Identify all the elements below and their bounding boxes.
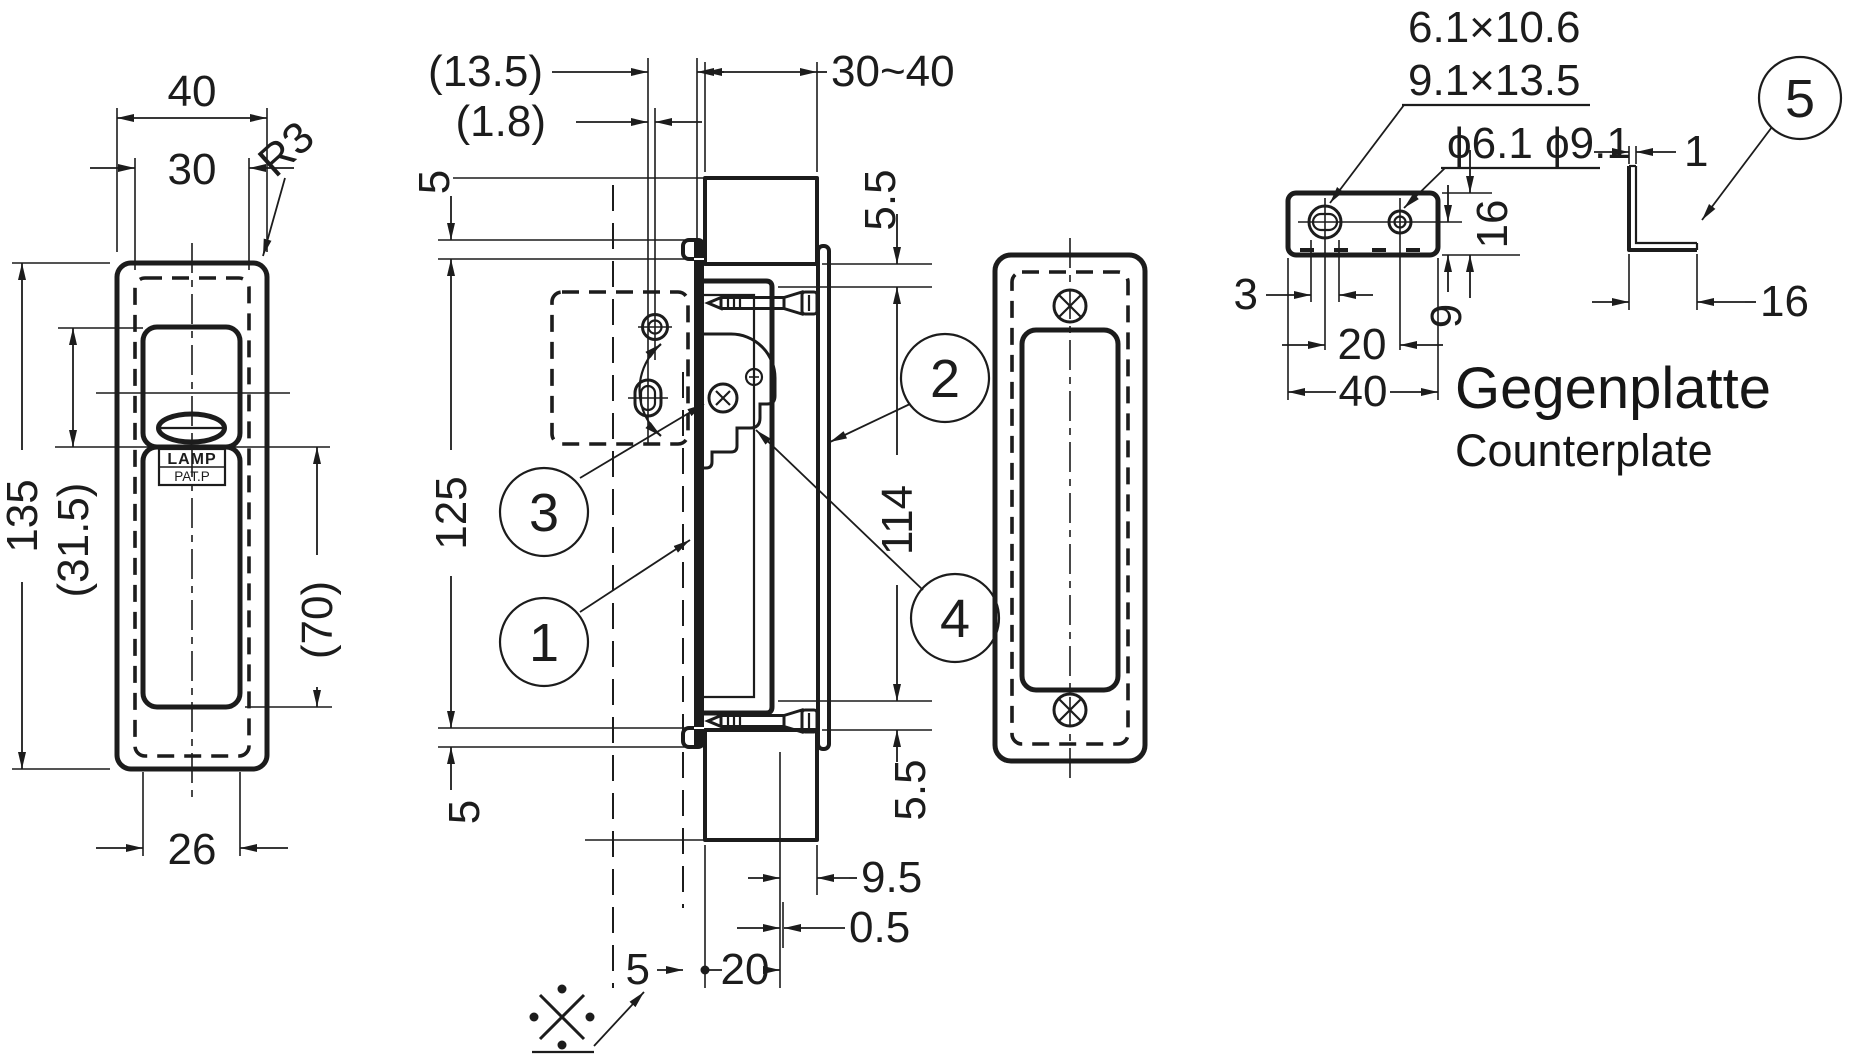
dim-front-width: 40 — [116, 67, 268, 252]
hole-leader — [1403, 167, 1446, 209]
handle-back-outline — [992, 252, 1148, 764]
title-german: Gegenplatte — [1455, 356, 1771, 421]
dim-40-label: 40 — [168, 67, 217, 116]
dim-right-column: 5.5 114 5.5 — [778, 169, 935, 821]
brand-label: LAMP PAT.P — [157, 447, 227, 487]
dim-13-5-label: (13.5) — [428, 47, 543, 96]
dim-plate-width: 40 — [1287, 258, 1439, 416]
title-english: Counterplate — [1455, 425, 1713, 476]
dim-70-label: (70) — [293, 581, 342, 659]
dim-5-edge-label: 5 — [626, 945, 650, 994]
dim-bottom-width: 26 — [96, 772, 288, 874]
back-cover-plate — [816, 244, 831, 751]
dim-offset: (13.5) — [428, 47, 724, 96]
door-panel-top — [703, 176, 819, 266]
callout-3-label: 3 — [529, 483, 559, 543]
dim-5-top-label: 5 — [410, 170, 459, 194]
dim-5-bottom-label: 5 — [440, 800, 489, 824]
callout-5-label: 5 — [1785, 69, 1815, 129]
hidden-front-outline — [1010, 270, 1130, 746]
dim-0-5-label: 0.5 — [849, 903, 910, 952]
dim-hole-to-edge: 9 — [1422, 185, 1471, 328]
dim-30-40-label: 30~40 — [831, 47, 955, 96]
dim-recess-height: (70) — [245, 447, 342, 708]
dim-cup-height: (31.5) — [49, 327, 330, 598]
dim-thickness: 1 — [1594, 127, 1708, 176]
dim-5-5-top-label: 5.5 — [856, 169, 905, 230]
dim-26-label: 26 — [168, 825, 217, 874]
dim-bottom-group: 9.5 0.5 5 20 — [626, 853, 923, 994]
latch-pivot-screw-icon — [707, 382, 739, 414]
bracket-side-view — [1627, 164, 1699, 252]
latch-hook — [695, 332, 777, 470]
callout-1-label: 1 — [529, 613, 559, 673]
dim-plate-height: 16 — [1442, 150, 1520, 298]
dim-30-label: 30 — [168, 145, 217, 194]
callout-5: 5 — [1701, 55, 1843, 221]
front-flange — [694, 240, 704, 747]
slot-small-label: 6.1×10.6 — [1408, 3, 1581, 52]
dim-5-5-bottom-label: 5.5 — [886, 759, 935, 820]
dim-slot-edge: 3 — [1234, 240, 1373, 319]
handle-front-outline — [114, 260, 270, 772]
dim-leg: 16 — [1592, 254, 1809, 326]
plate-slot-hole — [1307, 204, 1343, 240]
dim-r3-label: R3 — [249, 112, 324, 186]
dim-114-label: 114 — [873, 485, 922, 555]
dim-front-width-inner: 30 — [90, 145, 294, 270]
callout-2: 2 — [829, 332, 991, 443]
dim-leg-16-label: 16 — [1760, 277, 1809, 326]
counterplate-position — [550, 290, 690, 446]
counterplate-outline — [1285, 190, 1441, 258]
back-recess — [1019, 327, 1121, 693]
handle-body-section — [701, 278, 775, 716]
latch-slider-oval — [156, 411, 227, 445]
dim-1-8-label: (1.8) — [456, 97, 546, 146]
dim-3-label: 3 — [1234, 270, 1258, 319]
patent-text: PAT.P — [174, 469, 210, 484]
section-view: (13.5) (1.8) 30~40 5 125 5 — [410, 47, 1001, 1054]
dim-left-column: 5 125 5 — [410, 170, 694, 824]
dim-hole-pitch: 20 — [1282, 320, 1443, 369]
back-view — [992, 238, 1148, 778]
callout-1: 1 — [498, 539, 691, 688]
dim-door-thickness: 30~40 — [704, 47, 955, 172]
dim-1-label: 1 — [1684, 127, 1708, 176]
back-screw-bottom-icon — [1052, 692, 1088, 728]
slot-large-label: 9.1×13.5 — [1408, 56, 1581, 105]
callout-2-label: 2 — [930, 349, 960, 409]
slot-leader — [1329, 104, 1405, 204]
latch-small-screw-icon — [744, 367, 764, 387]
dim-plate-16-label: 16 — [1468, 200, 1517, 249]
dim-20-label: 20 — [721, 945, 770, 994]
callout-4-label: 4 — [940, 589, 970, 649]
back-screw-top-icon — [1052, 288, 1088, 324]
dim-gap: (1.8) — [456, 97, 702, 146]
dim-125-label: 125 — [427, 476, 476, 549]
dim-front-height: 135 — [0, 262, 110, 770]
door-panel-bottom — [703, 728, 819, 842]
latch-rotation-arc — [638, 343, 662, 437]
dim-pitch-20-label: 20 — [1338, 320, 1387, 369]
counterplate-view: 6.1×10.6 9.1×13.5 ϕ6.1 ϕ9.1 16 — [1234, 3, 1843, 476]
callout-4: 4 — [755, 429, 1001, 664]
handle-recess-wall — [704, 293, 756, 699]
dim-corner-radius: R3 — [249, 112, 324, 257]
brand-logo-text: LAMP — [167, 451, 216, 468]
dim-9-5-label: 9.5 — [861, 853, 922, 902]
dim-135-label: 135 — [0, 479, 47, 552]
reference-mark-icon — [529, 984, 645, 1054]
front-view: LAMP PAT.P 40 30 R3 135 — [0, 67, 342, 874]
dim-31-5-label: (31.5) — [49, 483, 98, 598]
plate-round-hole — [1387, 209, 1413, 235]
dim-plate-40-label: 40 — [1339, 367, 1388, 416]
hidden-body-outline — [133, 276, 251, 758]
dim-9-label: 9 — [1422, 304, 1471, 328]
callout-3: 3 — [498, 403, 705, 558]
holes-label: ϕ6.1 ϕ9.1 — [1447, 119, 1631, 168]
